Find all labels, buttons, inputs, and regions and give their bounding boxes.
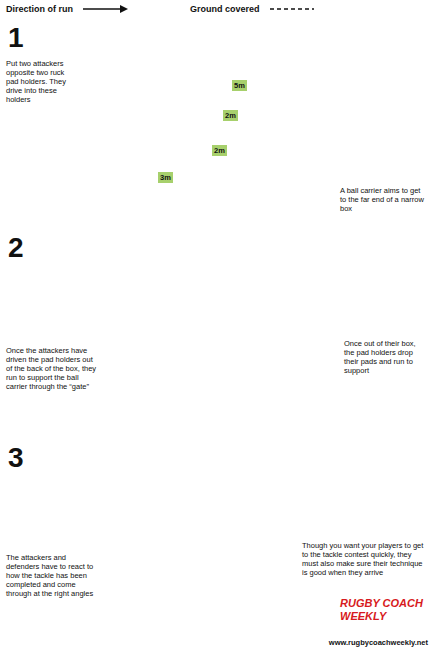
dimension-label: 2m <box>223 110 238 121</box>
callout-text: Once the attackers have driven the pad h… <box>4 345 102 392</box>
legend-item: Direction of run <box>6 4 129 14</box>
panel-number: 3 <box>8 444 24 472</box>
legend-swatch <box>268 4 316 14</box>
callout-text: A ball carrier aims to get to the far en… <box>338 185 430 214</box>
panel-number: 2 <box>8 234 24 262</box>
callout-text: Though you want your players to get to t… <box>300 540 430 578</box>
legend-text: Direction of run <box>6 4 73 14</box>
dimension-label: 3m <box>158 172 173 183</box>
callout-text: The attackers and defenders have to reac… <box>4 552 100 599</box>
legend-text: Ground covered <box>190 4 260 14</box>
panel-number: 1 <box>8 24 24 52</box>
brand-url: www.rugbycoachweekly.net <box>327 637 430 648</box>
legend-item: Ground covered <box>190 4 316 14</box>
callout-text: Once out of their box, the pad holders d… <box>342 338 430 376</box>
legend-swatch <box>81 4 129 14</box>
dimension-label: 2m <box>212 145 227 156</box>
callout-text: Put two attackers opposite two ruck pad … <box>4 58 78 105</box>
dimension-label: 5m <box>232 80 247 91</box>
brand-logo: RUGBY COACH WEEKLY <box>338 596 428 624</box>
